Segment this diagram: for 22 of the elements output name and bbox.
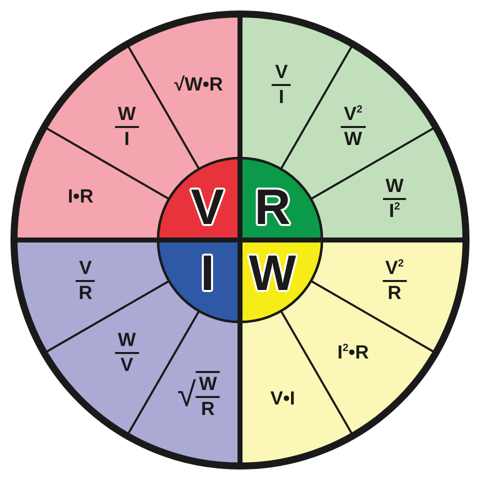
numerator: W <box>114 104 139 128</box>
denominator: R <box>78 282 92 304</box>
denominator: W <box>344 128 362 149</box>
radical-sign: √ <box>177 378 196 412</box>
quantity-letter: I <box>200 248 214 298</box>
denominator: R <box>388 282 402 304</box>
formula: I$^{2}$•R <box>337 344 369 363</box>
denominator: I <box>278 86 284 108</box>
numerator: V$^{2}$ <box>340 104 366 128</box>
denominator: I$^{2}$ <box>389 200 400 221</box>
formula: √W•R <box>174 76 223 95</box>
denominator: I <box>124 128 130 149</box>
formula: I•R <box>68 188 94 207</box>
numerator: W <box>196 370 220 398</box>
denominator: R <box>201 398 215 419</box>
numerator: W <box>114 331 139 354</box>
numerator: V$^{2}$ <box>382 259 407 282</box>
numerator: V <box>272 63 291 86</box>
numerator: V <box>76 259 95 282</box>
formula: V•I <box>270 390 295 409</box>
numerator: W <box>382 176 407 200</box>
denominator: V <box>120 354 134 376</box>
